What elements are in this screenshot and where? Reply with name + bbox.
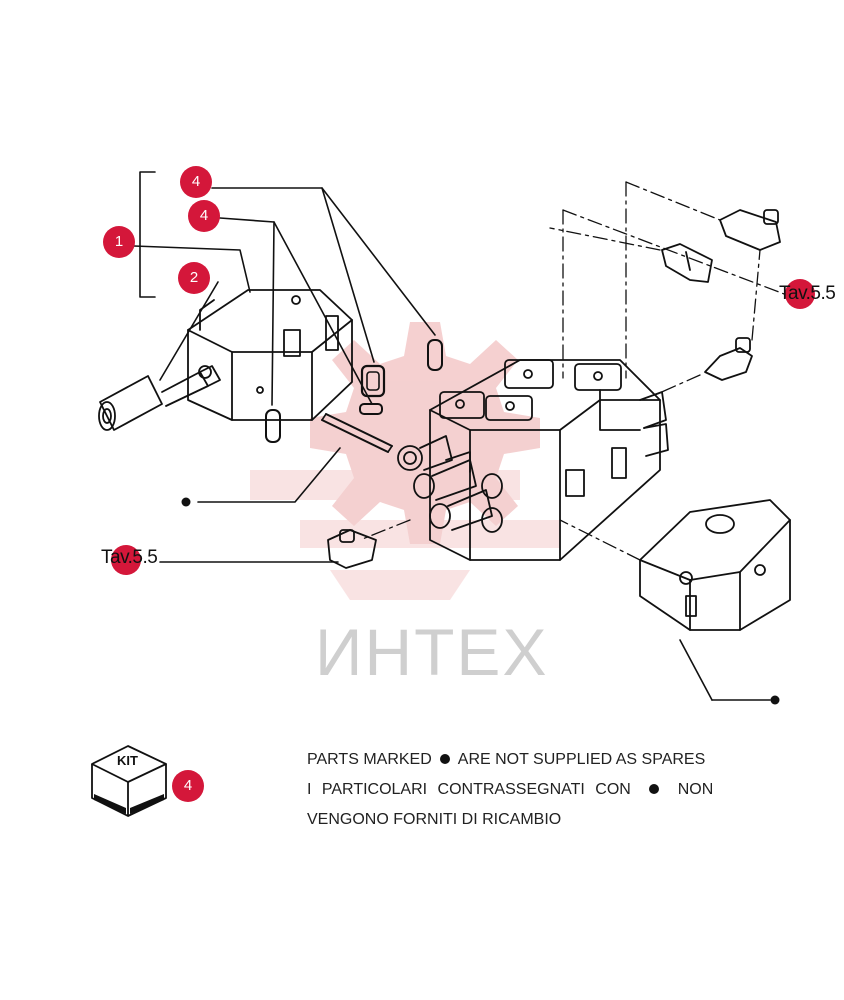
table-ref-right-marker [785,279,815,309]
group-bracket [139,171,156,298]
leader-1 [133,245,251,293]
note-en: PARTS MARKED ARE NOT SUPPLIED AS SPARES [307,748,705,778]
valve-block-main [397,359,669,561]
table-ref-left[interactable]: Tav.5.5 [101,545,158,575]
leader-4a [211,187,375,363]
leader-4a-2 [321,187,436,336]
fitting-elbow-left [327,529,377,569]
fitting-elbow-right [704,337,753,381]
table-ref-right-text: Tav.5.5 [779,283,836,304]
note-it-line1: I PARTICOLARI CONTRASSEGNATI CON NON [307,778,713,808]
seal-ring-small [427,339,443,371]
note-it-line2: VENGONO FORNITI DI RICAMBIO [307,811,562,828]
leader-dot-stud [197,447,341,503]
end-cover-right [639,499,791,631]
seal-ring-large [360,364,386,398]
marked-dot-stud [181,497,191,507]
leader-4b [219,217,275,406]
marked-dot-icon [440,754,451,764]
table-ref-left-marker [111,545,141,575]
callout-2[interactable]: 2 [178,262,210,294]
watermark-text: ИНТЕХ [315,615,549,689]
spare-parts-notes: PARTS MARKED ARE NOT SUPPLIED AS SPARES … [307,748,713,838]
fitting-elbow-top [719,209,781,251]
callout-1[interactable]: 1 [103,226,135,258]
table-ref-left-text: Tav.5.5 [101,547,158,568]
table-ref-right[interactable]: Tav.5.5 [779,279,836,309]
kit-label: KIT [117,753,138,768]
marked-dot-icon [649,784,660,794]
callout-4-second[interactable]: 4 [188,200,220,232]
note-it-part2: NON [677,781,714,798]
note-en-part2: ARE NOT SUPPLIED AS SPARES [457,751,706,768]
note-it-part1: I PARTICOLARI CONTRASSEGNATI CON [307,781,631,798]
callout-4-top[interactable]: 4 [180,166,212,198]
end-cap-left [187,289,353,421]
tie-rod [321,413,393,453]
marked-dot-cover [770,695,780,705]
fitting-straight [661,243,713,283]
kit-callout-4[interactable]: 4 [172,770,204,802]
note-en-part1: PARTS MARKED [307,751,432,768]
leader-4b-2 [273,221,373,405]
kit-box-icon [91,745,167,817]
seal-ring-small-2 [265,409,281,443]
cartridge-part-2 [98,365,221,431]
